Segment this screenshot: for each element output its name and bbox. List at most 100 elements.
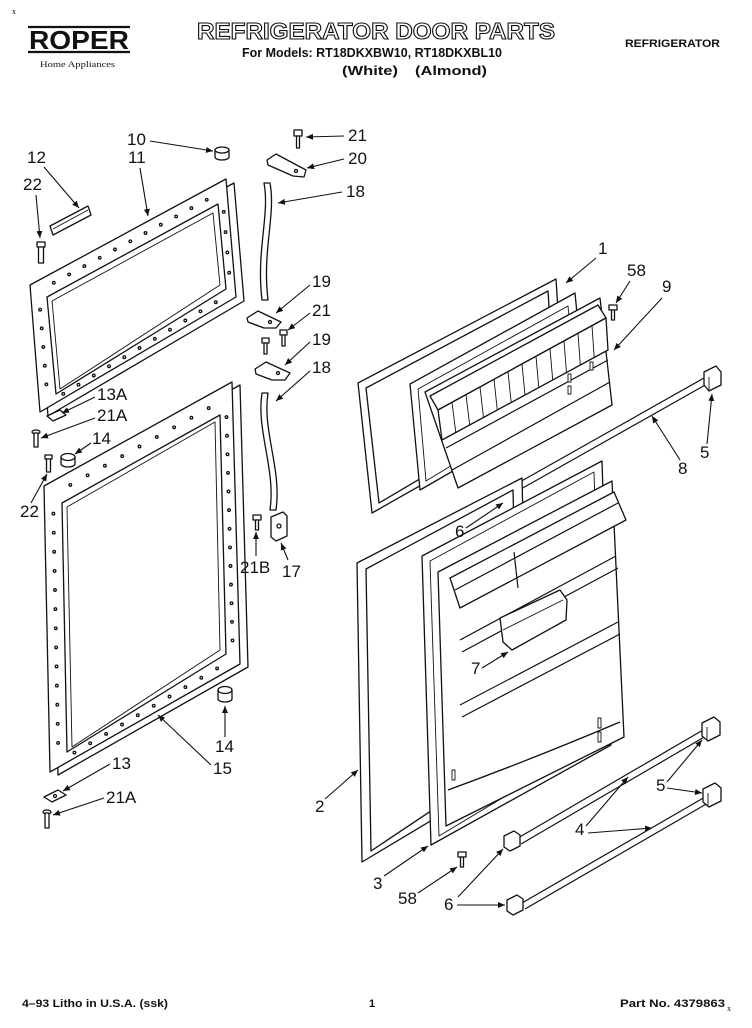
callout-5-upper: 5 bbox=[700, 443, 709, 462]
shelf-rod-4-upper-outline bbox=[517, 729, 704, 839]
shelf-rod-8-outline bbox=[517, 377, 705, 484]
upper-door-frame-outline bbox=[51, 212, 221, 390]
screw-22-upper bbox=[36, 241, 46, 264]
page-title: REFRIGERATOR DOOR PARTS bbox=[197, 18, 555, 44]
mounting-hole bbox=[42, 363, 47, 368]
liner-ribs bbox=[451, 325, 595, 433]
rod-bracket-5-lower bbox=[702, 782, 722, 808]
mounting-hole bbox=[228, 545, 232, 550]
callout-labels: 10 12 11 22 21 20 18 1 58 9 19 21 19 18 … bbox=[20, 126, 709, 914]
freezer-door-liner-9-outline bbox=[451, 381, 611, 471]
screw-22-lower bbox=[44, 454, 53, 473]
screw-21-middle-outline bbox=[281, 334, 286, 347]
bracket-13a bbox=[46, 409, 67, 422]
callout-7: 7 bbox=[471, 659, 480, 678]
screw-22-upper-outline bbox=[37, 246, 45, 264]
leader-lines-outline bbox=[30, 473, 48, 504]
mounting-hole bbox=[137, 444, 142, 449]
rod-bracket-5-middle-outline bbox=[701, 716, 721, 742]
mounting-hole bbox=[122, 355, 127, 360]
leader-lines-outline bbox=[139, 167, 150, 217]
mounting-hole bbox=[168, 327, 172, 332]
callout-21-top: 21 bbox=[348, 126, 367, 145]
trim-strip-18-lower-outline bbox=[260, 392, 278, 511]
leader-lines-outline bbox=[284, 341, 311, 366]
leader-lines-outline bbox=[35, 194, 43, 239]
rod-end-cap-6-lower bbox=[506, 894, 524, 916]
liner-rib bbox=[591, 325, 595, 358]
trim-strip-18-lower bbox=[260, 392, 278, 511]
mounting-hole bbox=[52, 568, 57, 573]
leader-lines-outline bbox=[280, 542, 289, 561]
leader-lines-outline bbox=[61, 396, 96, 414]
rod-bracket-5-lower-outline bbox=[702, 782, 722, 808]
leader-lines-outline bbox=[43, 166, 80, 209]
mounting-hole bbox=[230, 619, 234, 624]
fresh-food-door-liner-outline bbox=[454, 502, 619, 591]
screw-21a-upper bbox=[31, 429, 41, 448]
mounting-hole bbox=[199, 675, 204, 680]
leader-lines-outline bbox=[275, 284, 311, 314]
mounting-hole bbox=[51, 511, 56, 516]
mounting-hole bbox=[221, 209, 226, 214]
freezer-door-liner-9-outline bbox=[589, 361, 594, 371]
leader-lines-outline bbox=[149, 140, 214, 153]
callout-6-upper: 6 bbox=[455, 522, 464, 541]
callout-15: 15 bbox=[213, 759, 232, 778]
leader-lines-outline bbox=[383, 845, 429, 877]
liner-rib bbox=[577, 333, 581, 366]
bracket-19-upper-outline bbox=[267, 319, 273, 325]
bracket-19-lower-outline bbox=[275, 370, 281, 376]
screw-58-upper bbox=[608, 304, 618, 321]
leader-lines-outline bbox=[275, 370, 311, 402]
liner-rib bbox=[465, 394, 471, 426]
shelf-rod-8-outline bbox=[520, 383, 708, 490]
bracket-13 bbox=[43, 789, 67, 803]
liner-rib bbox=[493, 379, 498, 411]
callout-18-lower: 18 bbox=[312, 358, 331, 377]
mounting-hole bbox=[229, 601, 234, 606]
mounting-hole bbox=[172, 425, 177, 430]
mounting-hole bbox=[54, 664, 59, 669]
callout-21a-upper: 21A bbox=[97, 406, 128, 425]
mounting-hole bbox=[120, 454, 125, 459]
mounting-hole bbox=[183, 685, 188, 690]
hinge-20-outline bbox=[293, 168, 299, 174]
mounting-hole bbox=[68, 482, 73, 487]
mounting-hole bbox=[97, 255, 102, 260]
mounting-hole bbox=[91, 373, 96, 378]
door-nameplate-outline bbox=[49, 205, 92, 236]
screw-22-upper-outline bbox=[36, 241, 46, 248]
leader-lines-outline bbox=[52, 797, 105, 816]
liner-rib bbox=[563, 340, 567, 373]
liner-rib bbox=[521, 363, 526, 396]
fresh-food-door-liner-outline bbox=[459, 555, 617, 641]
mounting-hole bbox=[225, 452, 230, 457]
mounting-hole bbox=[215, 666, 220, 671]
mounting-hole bbox=[107, 364, 111, 369]
mounting-hole bbox=[51, 530, 56, 535]
bracket-19-upper-outline bbox=[246, 310, 282, 329]
screw-58-upper-outline bbox=[608, 304, 618, 311]
screw-21-middle-outline bbox=[263, 342, 268, 355]
mounting-hole bbox=[174, 214, 179, 219]
screw-58-lower-outline bbox=[457, 851, 467, 858]
dairy-door-7 bbox=[499, 589, 568, 651]
callout-19-upper: 19 bbox=[312, 272, 331, 291]
liner-rib bbox=[507, 371, 512, 403]
fresh-food-door-liner-outline bbox=[451, 769, 456, 781]
callout-13a: 13A bbox=[97, 385, 128, 404]
shelf-rod-4-upper bbox=[517, 729, 707, 845]
mounting-hole bbox=[56, 740, 61, 745]
mounting-hole bbox=[102, 463, 107, 468]
screw-21-top-outline bbox=[293, 129, 303, 137]
trim-strip-18-upper-outline bbox=[259, 182, 273, 301]
model-numbers: For Models: RT18DKXBW10, RT18DKXBL10 bbox=[242, 45, 502, 60]
fresh-food-door-liner-outline bbox=[597, 731, 602, 743]
callout-21a-lower: 21A bbox=[106, 788, 137, 807]
callout-14-lower: 14 bbox=[215, 737, 234, 756]
mounting-hole bbox=[226, 489, 231, 494]
lower-frame-holes bbox=[51, 406, 235, 755]
liner-rib bbox=[535, 356, 540, 388]
